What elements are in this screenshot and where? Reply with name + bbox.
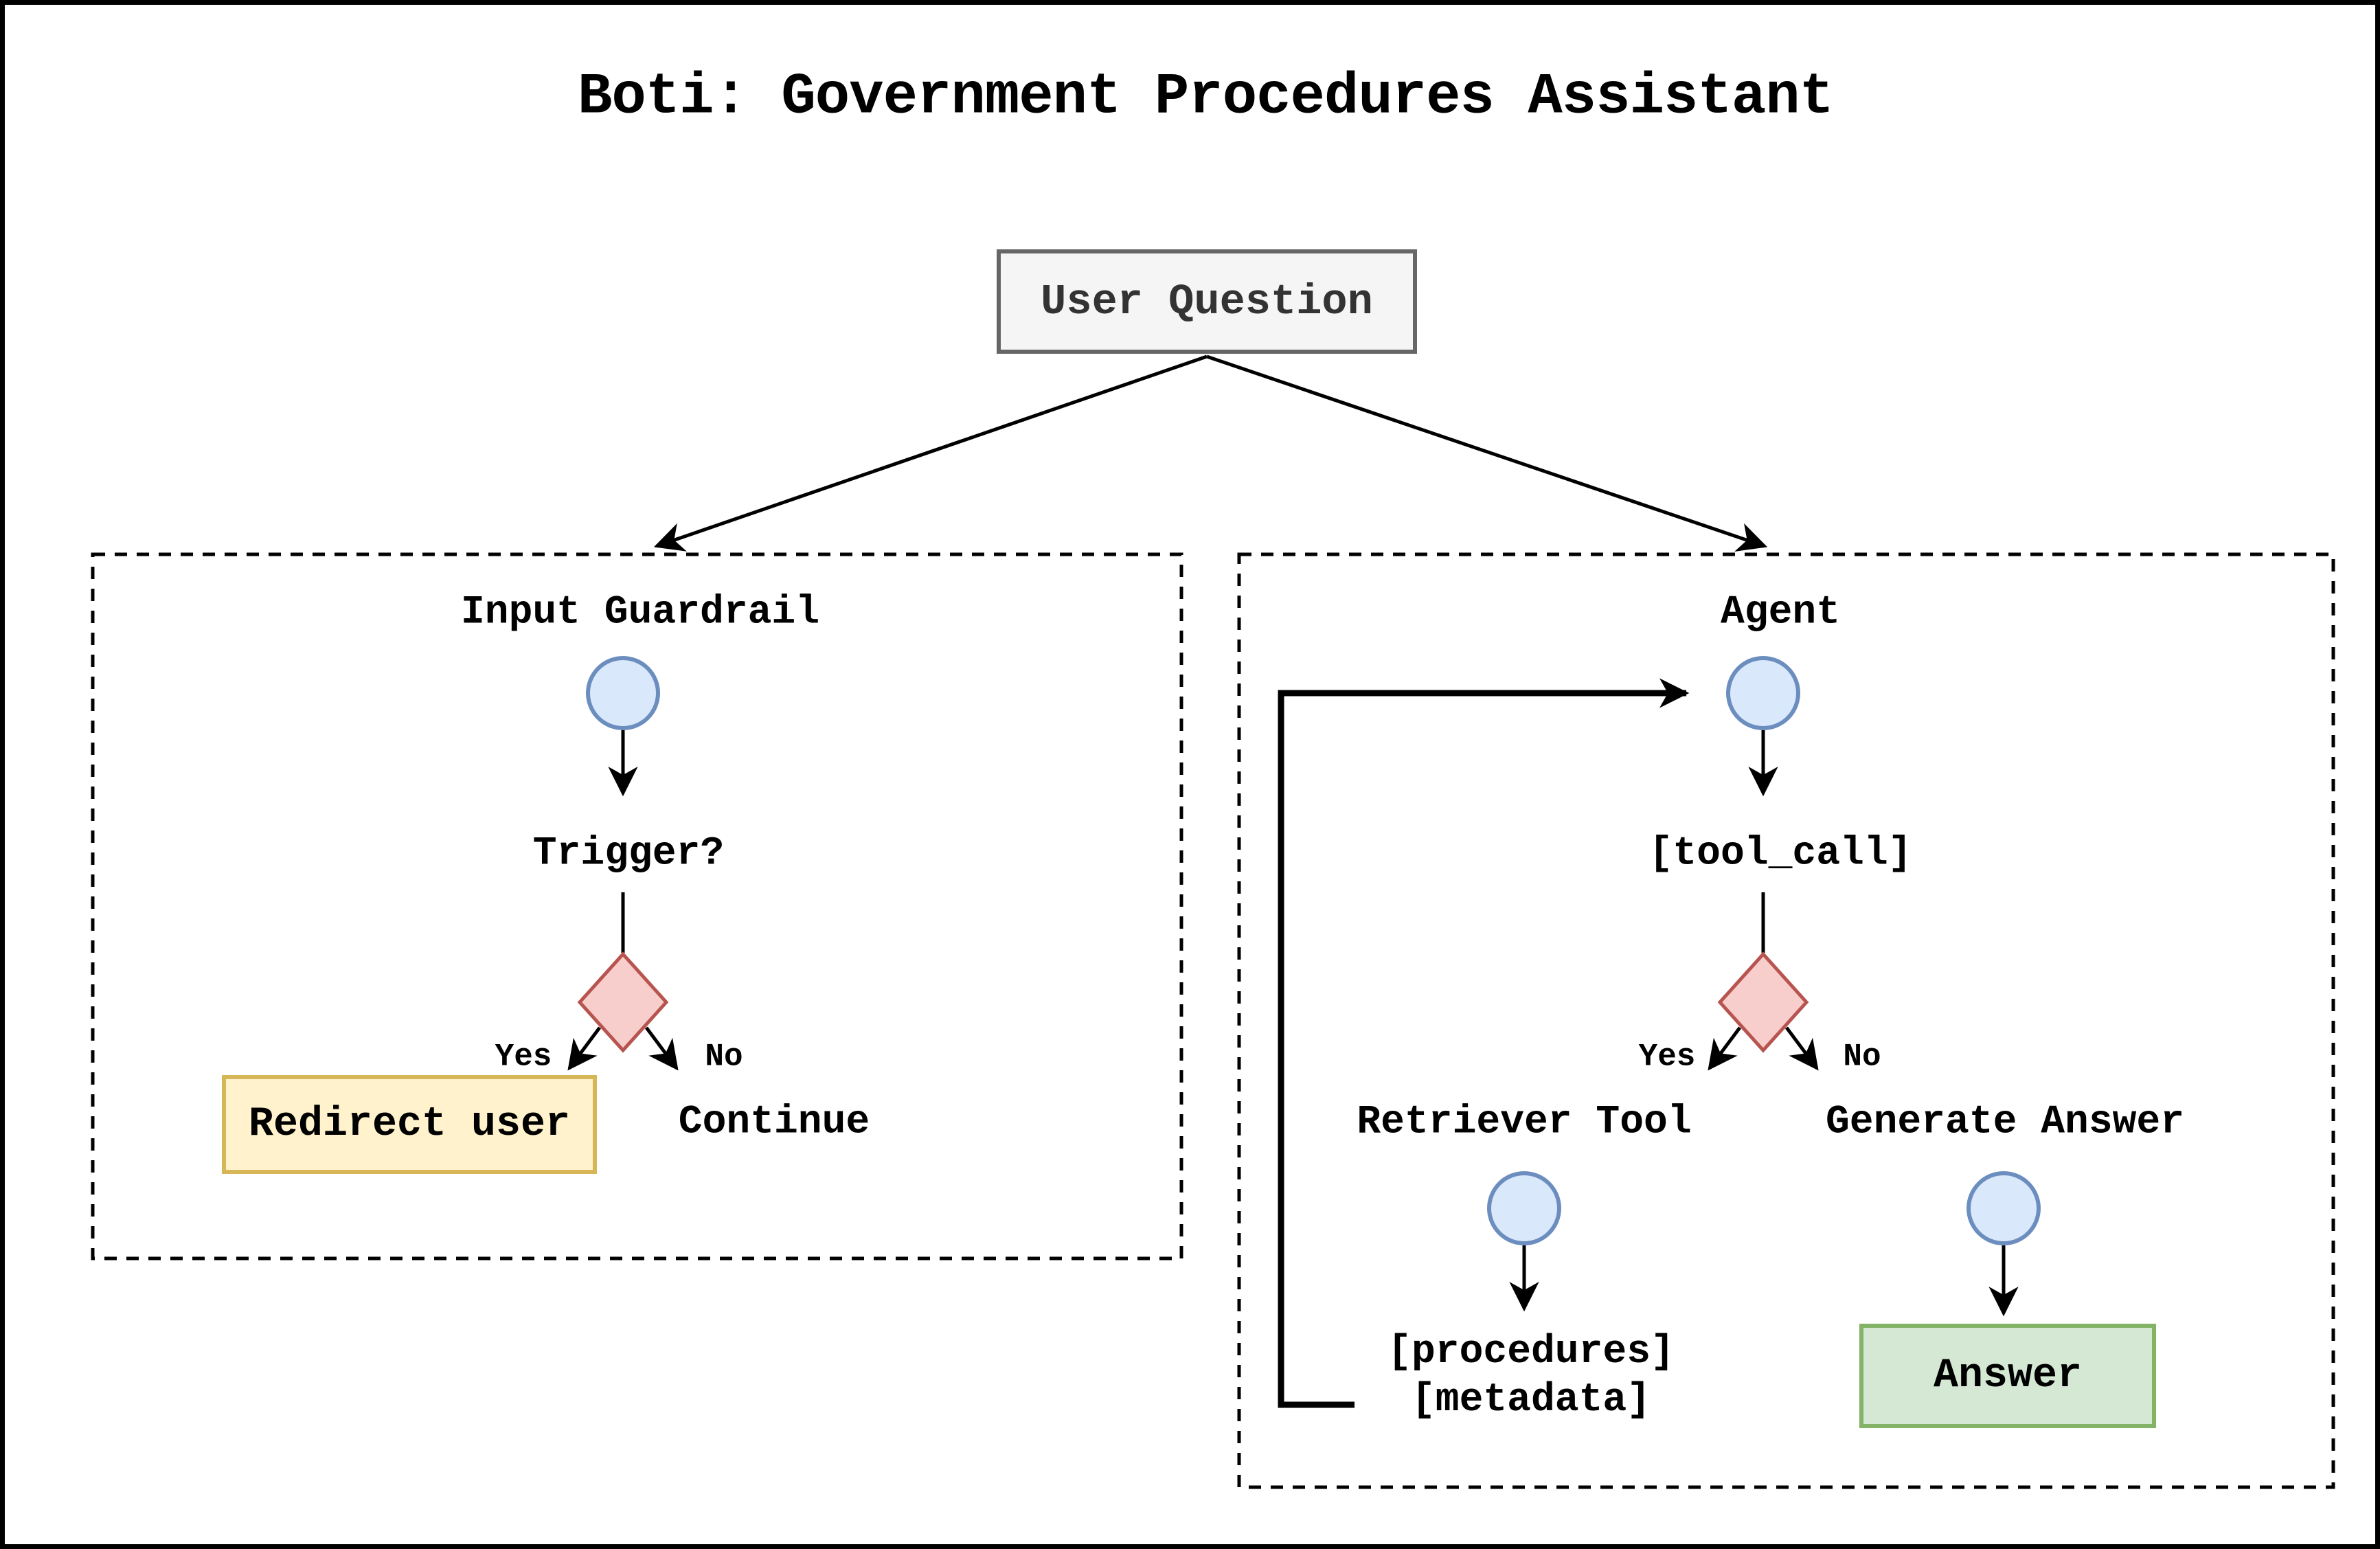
agent-yes-label: Yes (1638, 1039, 1696, 1075)
user-question-node: User Question (997, 249, 1417, 354)
generate-state-node-icon (1967, 1171, 2041, 1245)
edge-procedures-loop-to-agent (1278, 678, 1690, 1408)
agent-state-node-icon (1726, 656, 1800, 730)
redirect-user-label: Redirect user (248, 1101, 571, 1148)
edge-agent-no (1784, 1026, 1819, 1071)
procedures-metadata-label: [procedures] [metadata] (1387, 1328, 1675, 1425)
agent-decision-diamond-icon (1717, 951, 1809, 1053)
edge-question-to-agent (1206, 354, 1768, 552)
guardrail-state-node-icon (586, 656, 660, 730)
redirect-user-node: Redirect user (222, 1075, 597, 1174)
retriever-state-node-icon (1487, 1171, 1561, 1245)
continue-label: Continue (678, 1100, 870, 1145)
edge-agent-yes (1708, 1026, 1742, 1071)
agent-title: Agent (1720, 590, 1841, 635)
edge-guardrail-yes (567, 1026, 602, 1071)
tool-call-label: [tool_call] (1648, 831, 1912, 877)
retriever-tool-label: Retriever Tool (1357, 1100, 1692, 1145)
agent-no-label: No (1843, 1039, 1881, 1075)
answer-label: Answer (1933, 1353, 2083, 1399)
edge-guardrail-no (644, 1026, 679, 1071)
trigger-label: Trigger? (532, 831, 725, 877)
guardrail-yes-label: Yes (495, 1039, 552, 1075)
guardrail-decision-diamond-icon (577, 951, 669, 1053)
user-question-label: User Question (1041, 277, 1373, 326)
guardrail-no-label: No (705, 1039, 743, 1075)
diagram-title: Boti: Government Procedures Assistant (577, 65, 1834, 131)
generate-answer-label: Generate Answer (1825, 1100, 2185, 1145)
input-guardrail-title: Input Guardrail (460, 590, 820, 635)
procedures-label: [procedures] (1387, 1330, 1675, 1375)
diagram-wires (91, 354, 2335, 1489)
answer-node: Answer (1859, 1324, 2156, 1428)
metadata-label: [metadata] (1411, 1378, 1651, 1423)
edge-question-to-guardrail (653, 354, 1208, 552)
